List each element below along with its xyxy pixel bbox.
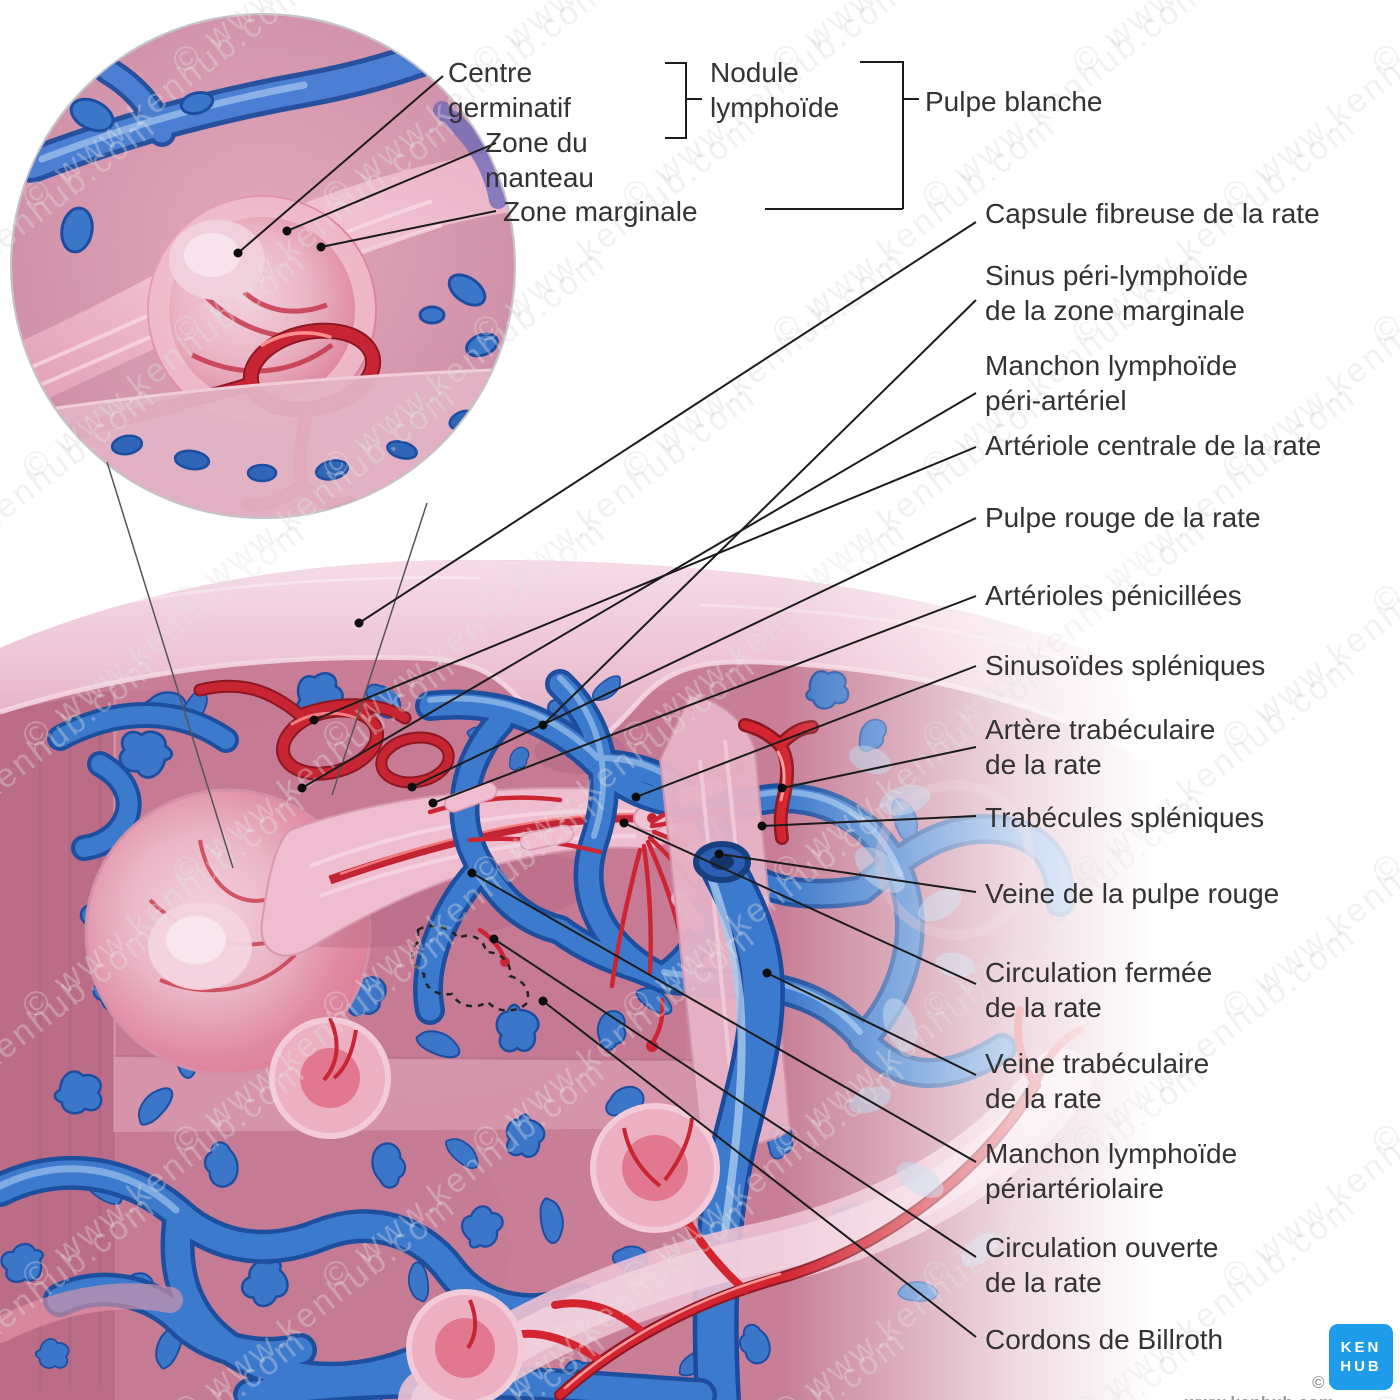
kenhub-logo-line2: HUB xyxy=(1340,1358,1382,1375)
label-trabecules-spleniques: Trabécules spléniques xyxy=(985,802,1265,833)
copyright-text: © www.kenhub.com xyxy=(1185,1373,1334,1400)
label-cordons-de-billroth: Cordons de Billroth xyxy=(985,1324,1224,1355)
label-pulpe-rouge: Pulpe rouge de la rate xyxy=(985,502,1261,533)
label-arteriole-centrale: Artériole centrale de la rate xyxy=(985,430,1322,461)
cut-face-left-wall xyxy=(0,690,115,1400)
label-nodule-lymphoide: Nodule lymphoïde xyxy=(710,57,840,123)
kenhub-logo-line1: KEN xyxy=(1340,1339,1382,1356)
label-zone-marginale: Zone marginale xyxy=(503,196,698,227)
label-sinusoides-spleniques: Sinusoïdes spléniques xyxy=(985,650,1266,681)
magnified-inset-white-pulp xyxy=(10,13,516,519)
label-veine-pulpe-rouge: Veine de la pulpe rouge xyxy=(985,878,1280,909)
label-capsule-fibreuse: Capsule fibreuse de la rate xyxy=(985,198,1320,229)
label-pulpe-blanche: Pulpe blanche xyxy=(925,86,1103,117)
label-centre-germinatif: Centre germinatif xyxy=(448,57,571,123)
label-zone-du-manteau: Zone du manteau xyxy=(485,127,594,193)
kenhub-logo: KEN HUB xyxy=(1329,1324,1393,1390)
label-arterioles-penicillees: Artérioles pénicillées xyxy=(985,580,1242,611)
